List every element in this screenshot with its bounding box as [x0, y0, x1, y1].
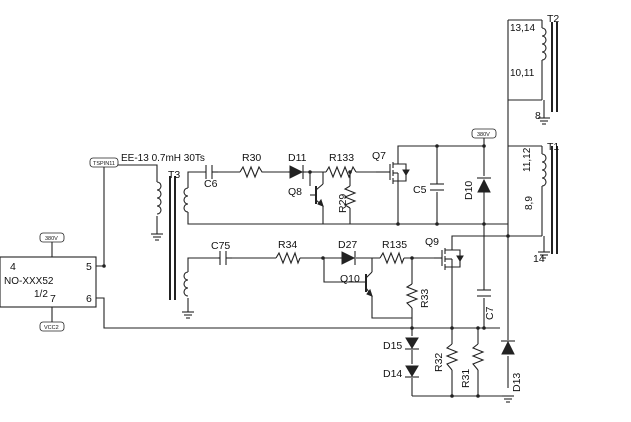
svg-text:T2: T2	[547, 13, 559, 25]
svg-text:VCC2: VCC2	[44, 325, 59, 331]
ic-block: NO-XXX52 1/2 4 5 6 7	[0, 240, 97, 322]
diode-d15: D15	[383, 337, 419, 352]
wiring	[96, 19, 545, 397]
svg-text:R133: R133	[329, 152, 354, 164]
ground-symbols	[151, 117, 550, 403]
ic-pin-7: 7	[50, 293, 56, 305]
t3-label: T3	[168, 169, 180, 181]
junction-dots	[102, 144, 510, 398]
resistor-r34: R34	[275, 239, 301, 265]
transformer-t3: T3	[156, 169, 189, 300]
ic-pin-4: 4	[10, 261, 16, 273]
svg-text:D14: D14	[383, 368, 402, 380]
resistor-r31: R31	[460, 343, 485, 388]
svg-text:Q10: Q10	[340, 273, 360, 285]
svg-text:R33: R33	[419, 289, 431, 308]
resistor-r135: R135	[379, 239, 407, 265]
svg-text:D13: D13	[511, 373, 523, 392]
svg-text:D10: D10	[463, 181, 475, 200]
transistor-q10: Q10	[340, 271, 373, 297]
capacitor-c5: C5	[413, 183, 444, 196]
ic-pin-6: 6	[86, 293, 92, 305]
ground-t3-lower	[182, 311, 194, 319]
svg-text:D27: D27	[338, 239, 357, 251]
svg-text:Q7: Q7	[372, 150, 386, 162]
svg-text:C5: C5	[413, 184, 427, 196]
svg-text:T1: T1	[547, 141, 559, 153]
svg-text:D15: D15	[383, 340, 402, 352]
ic-pin-5: 5	[86, 261, 92, 273]
ic-half: 1/2	[34, 289, 48, 300]
svg-text:Q9: Q9	[425, 236, 439, 248]
capacitor-c6: C6	[204, 165, 218, 190]
capacitor-c75: C75	[211, 240, 232, 265]
svg-text:380V: 380V	[45, 236, 58, 242]
transformer-spec: EE-13 0.7mH 30Ts	[121, 153, 205, 164]
ground-bottom	[502, 395, 514, 403]
tag-vcc2: VCC2	[39, 321, 65, 332]
svg-text:R30: R30	[242, 152, 261, 164]
t2-pin-top: 13,14	[510, 23, 535, 34]
resistor-r30: R30	[239, 152, 264, 179]
resistor-r33: R33	[405, 283, 431, 309]
diode-d14: D14	[383, 365, 419, 380]
capacitor-c7: C7	[477, 289, 496, 320]
svg-text:R31: R31	[460, 369, 472, 388]
tag-380v-ic: 380V	[39, 232, 65, 243]
t1-pin-14: 14	[533, 253, 545, 265]
tag-380v-right: 380V	[471, 128, 497, 139]
svg-text:380V: 380V	[477, 132, 490, 138]
svg-text:R32: R32	[433, 353, 445, 372]
ic-name: NO-XXX52	[4, 276, 54, 287]
svg-text:R135: R135	[382, 239, 407, 251]
resistor-r29: R29	[337, 185, 357, 213]
t2-pin-bottom: 10,11	[510, 68, 535, 79]
diode-d13: D13	[501, 340, 523, 392]
transformer-t2: T2 13,14 10,11 8	[510, 13, 559, 122]
diode-d27: D27	[338, 239, 357, 265]
t1-pin-mid: 8,9	[524, 196, 535, 210]
ground-t3-primary	[151, 233, 163, 241]
svg-text:Q8: Q8	[288, 186, 302, 198]
svg-text:R34: R34	[278, 239, 297, 251]
diode-d11: D11	[288, 152, 307, 179]
transformer-t1: T1 11,12 8,9 14	[522, 141, 559, 265]
ground-t2	[538, 117, 550, 125]
resistor-r32: R32	[433, 343, 459, 372]
svg-text:D11: D11	[288, 152, 307, 164]
ground-t1	[538, 251, 550, 259]
svg-text:C7: C7	[484, 306, 496, 320]
svg-text:C75: C75	[211, 240, 230, 252]
svg-text:TSPIN11: TSPIN11	[93, 161, 115, 167]
svg-text:C6: C6	[204, 178, 218, 190]
t1-pin-top: 11,12	[522, 147, 533, 172]
resistor-r133: R133	[325, 152, 357, 179]
svg-text:R29: R29	[337, 194, 349, 213]
transistor-q8: Q8	[288, 183, 324, 207]
diode-d10: D10	[463, 177, 491, 200]
tag-tspin: TSPIN11	[89, 157, 119, 168]
t2-pin-8: 8	[535, 110, 541, 122]
mosfet-q9: Q9	[425, 236, 464, 270]
mosfet-q7: Q7	[372, 150, 410, 184]
